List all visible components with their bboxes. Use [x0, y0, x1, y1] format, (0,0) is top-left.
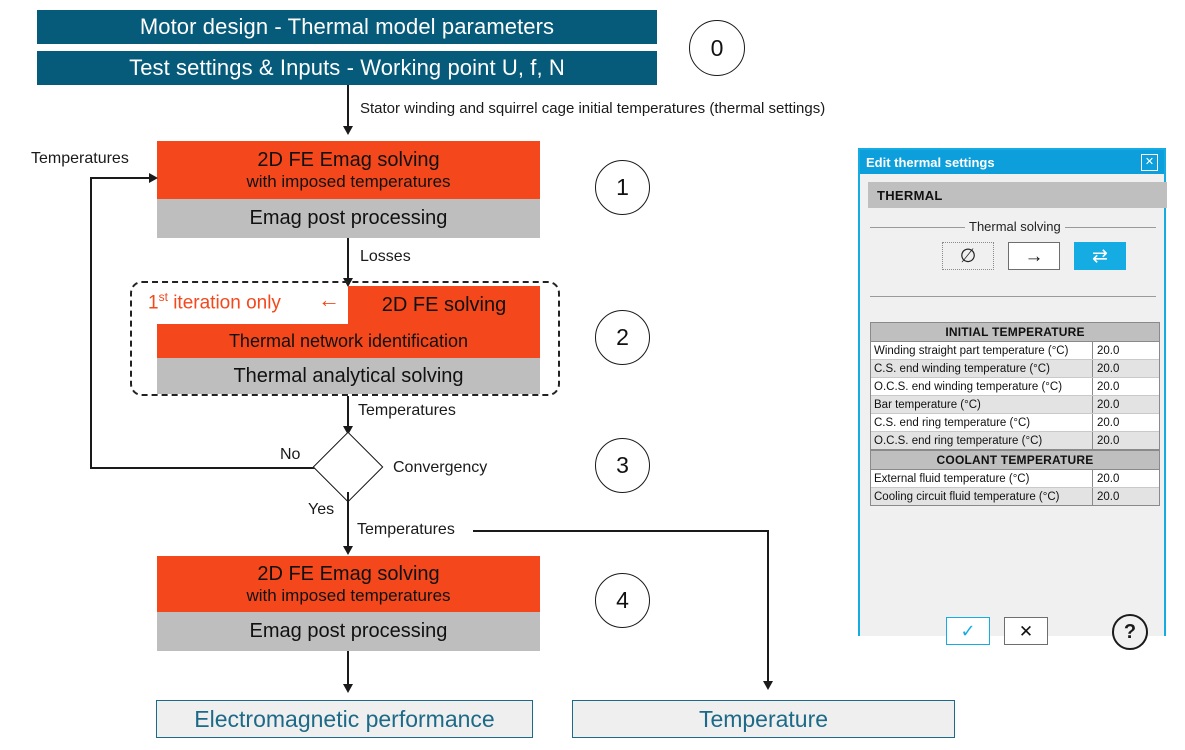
block4-title: 2D FE Emag solving: [257, 563, 440, 586]
block2-title-label: 2D FE solving: [381, 293, 507, 316]
edge-label-losses: Losses: [360, 248, 411, 265]
first-iteration-number: 1: [148, 292, 159, 314]
step-marker-3: 3: [595, 438, 650, 493]
connector-feedback-left: [90, 177, 92, 468]
connector-feedback-bottom: [90, 467, 348, 469]
table-row[interactable]: Bar temperature (°C) 20.0: [871, 396, 1159, 414]
step-marker-0: 0: [689, 20, 745, 76]
first-iteration-arrow-icon: ←: [318, 287, 340, 312]
dialog-title-label: Edit thermal settings: [866, 154, 995, 170]
thermal-solve-mode-none-button[interactable]: ∅: [942, 242, 994, 270]
block1-subtitle: with imposed temperatures: [246, 171, 451, 191]
first-iteration-rest: iteration only: [167, 292, 281, 314]
connector-decision-to-block4: [347, 492, 349, 549]
header-bar-motor-design-label: Motor design - Thermal model parameters: [139, 14, 555, 39]
header-bar-test-settings-label: Test settings & Inputs - Working point U…: [129, 55, 565, 80]
dialog-title-bar: Edit thermal settings ✕: [860, 150, 1164, 174]
block2-bottom-label: Thermal analytical solving: [233, 364, 464, 387]
question-mark-icon: ?: [1123, 620, 1137, 643]
connector-block1-to-block2: [347, 238, 349, 280]
block4-subtitle: with imposed temperatures: [246, 585, 451, 605]
table-row[interactable]: External fluid temperature (°C) 20.0: [871, 470, 1159, 488]
arrowhead-block4-to-result: [343, 684, 353, 693]
result-temperature: Temperature: [572, 700, 955, 738]
block4-emag-solving: 2D FE Emag solving with imposed temperat…: [157, 556, 540, 612]
block1-post-label: Emag post processing: [249, 207, 448, 230]
thermal-solve-mode-two-way-button[interactable]: ⇄: [1074, 242, 1126, 270]
block4-post-processing: Emag post processing: [157, 612, 540, 651]
initial-temperature-header: INITIAL TEMPERATURE: [871, 323, 1159, 342]
result-temperature-label: Temperature: [698, 705, 829, 732]
result-electromagnetic-performance-label: Electromagnetic performance: [194, 705, 495, 732]
fieldset-rule-left: [870, 227, 968, 228]
step-marker-3-label: 3: [616, 452, 629, 478]
connector-block2-to-decision: [347, 396, 349, 429]
connector-temperatures-branch-right: [473, 530, 768, 532]
edge-label-temperatures-yes: Temperatures: [357, 521, 455, 538]
table-row[interactable]: Cooling circuit fluid temperature (°C) 2…: [871, 488, 1159, 505]
connector-temperatures-branch-down: [767, 530, 769, 683]
no-coupling-icon: ∅: [959, 245, 977, 267]
step-marker-0-label: 0: [710, 34, 724, 61]
header-bar-test-settings: Test settings & Inputs - Working point U…: [37, 51, 657, 85]
first-iteration-ordinal: st: [158, 290, 168, 304]
block2-thermal-analytical-solving: Thermal analytical solving: [157, 358, 540, 394]
connector-header-to-block1: [347, 85, 349, 126]
decision-branch-yes-label: Yes: [308, 501, 335, 518]
arrowhead-to-temperature-result: [763, 681, 773, 690]
result-electromagnetic-performance: Electromagnetic performance: [156, 700, 533, 738]
table-row[interactable]: O.C.S. end ring temperature (°C) 20.0: [871, 432, 1159, 449]
step-marker-4: 4: [595, 573, 650, 628]
first-iteration-only-label: 1st iteration only: [148, 290, 281, 315]
arrow-right-icon: →: [1024, 245, 1044, 267]
step-marker-2: 2: [595, 310, 650, 365]
table-row[interactable]: O.C.S. end winding temperature (°C) 20.0: [871, 378, 1159, 396]
decision-branch-no-label: No: [280, 446, 301, 463]
table-row[interactable]: C.S. end ring temperature (°C) 20.0: [871, 414, 1159, 432]
block2-2d-fe-solving: 2D FE solving: [348, 286, 540, 324]
section-header-thermal: THERMAL: [868, 182, 1167, 208]
edit-thermal-settings-dialog[interactable]: Edit thermal settings ✕ THERMAL Thermal …: [858, 148, 1167, 650]
arrowhead-feedback-to-block1: [149, 173, 158, 183]
dialog-body: THERMAL Thermal solving ∅ → ⇄ INITIAL TE…: [860, 174, 1167, 650]
arrowhead-header-to-block1: [343, 126, 353, 135]
decision-convergency-label: Convergency: [393, 459, 488, 476]
edge-label-temperatures-feedback: Temperatures: [31, 150, 129, 167]
step-marker-1: 1: [595, 160, 650, 215]
ok-button[interactable]: ✓: [946, 617, 990, 645]
close-x-icon: ✕: [1018, 621, 1034, 641]
table-row[interactable]: C.S. end winding temperature (°C) 20.0: [871, 360, 1159, 378]
section-header-thermal-label: THERMAL: [877, 187, 943, 203]
cancel-button[interactable]: ✕: [1004, 617, 1048, 645]
block2-middle-label: Thermal network identification: [228, 330, 469, 351]
coolant-temperature-header: COOLANT TEMPERATURE: [871, 451, 1159, 470]
block1-emag-solving: 2D FE Emag solving with imposed temperat…: [157, 141, 540, 199]
initial-temperature-table: INITIAL TEMPERATURE Winding straight par…: [870, 322, 1160, 450]
block4-post-label: Emag post processing: [249, 620, 448, 643]
block2-dashed-group: [130, 281, 560, 396]
arrowhead-decision-to-block4: [343, 546, 353, 555]
close-icon[interactable]: ✕: [1141, 153, 1158, 171]
step-marker-4-label: 4: [616, 587, 629, 613]
table-row[interactable]: Winding straight part temperature (°C) 2…: [871, 342, 1159, 360]
section-divider-rule: [870, 296, 1156, 297]
arrowhead-block2-to-decision: [343, 426, 353, 435]
connector-feedback-top: [90, 177, 152, 179]
thermal-solve-mode-one-way-button[interactable]: →: [1008, 242, 1060, 270]
fieldset-rule-right: [1058, 227, 1156, 228]
header-bar-motor-design: Motor design - Thermal model parameters: [37, 10, 657, 44]
check-icon: ✓: [960, 621, 976, 641]
edge-label-initial-temperatures: Stator winding and squirrel cage initial…: [360, 100, 826, 117]
edge-label-temperatures-to-decision: Temperatures: [358, 402, 456, 419]
coolant-temperature-table: COOLANT TEMPERATURE External fluid tempe…: [870, 450, 1160, 506]
step-marker-1-label: 1: [616, 174, 629, 200]
block1-title: 2D FE Emag solving: [257, 149, 440, 172]
connector-block4-to-result: [347, 651, 349, 687]
bidirectional-arrow-icon: ⇄: [1092, 245, 1108, 267]
help-button[interactable]: ?: [1112, 614, 1148, 650]
fieldset-thermal-solving-label: Thermal solving: [965, 219, 1065, 234]
block1-post-processing: Emag post processing: [157, 199, 540, 238]
block2-thermal-network-identification: Thermal network identification: [157, 324, 540, 358]
step-marker-2-label: 2: [616, 324, 629, 350]
